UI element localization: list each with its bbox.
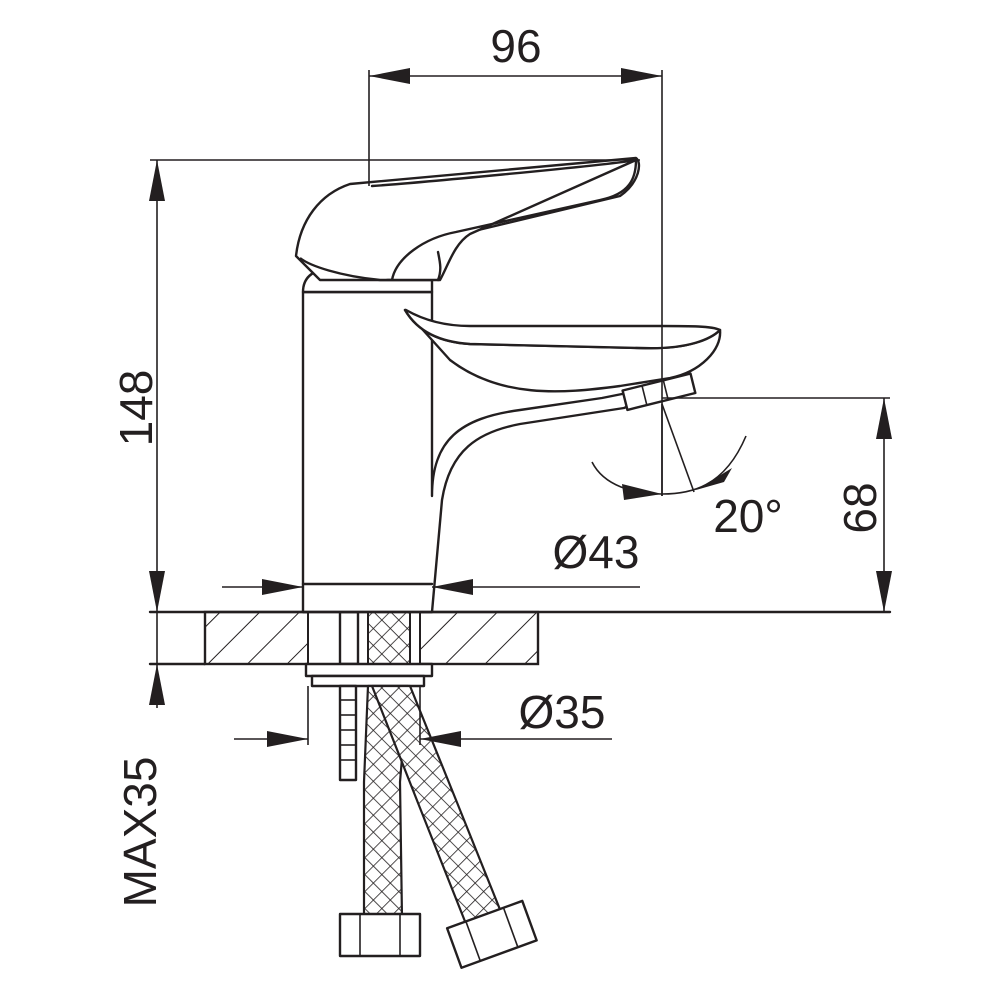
dimension-label-swivel-angle: 20° xyxy=(713,490,783,542)
lever-handle xyxy=(294,156,641,282)
mounting-hardware xyxy=(304,610,434,782)
dimension-label-max-deck-thickness: MAX35 xyxy=(114,757,166,908)
supply-hoses xyxy=(338,684,538,969)
hose-nut-right xyxy=(445,899,538,969)
dimension-total-height: 148 xyxy=(110,159,640,612)
countertop-section xyxy=(148,610,892,666)
dimension-label-spout-reach: 96 xyxy=(490,20,541,72)
dimension-max-deck-thickness: MAX35 xyxy=(114,612,166,907)
dimension-label-total-height: 148 xyxy=(110,370,162,447)
threaded-stud xyxy=(338,684,358,782)
dimension-label-shank-diameter: Ø35 xyxy=(519,686,606,738)
dimension-label-body-diameter: Ø43 xyxy=(553,526,640,578)
dimension-shank-diameter: Ø35 xyxy=(234,686,612,747)
dimension-spout-height: 68 xyxy=(662,397,892,612)
spout xyxy=(403,308,722,393)
dimension-label-spout-height: 68 xyxy=(834,482,886,533)
dimension-body-diameter: Ø43 xyxy=(222,526,640,595)
hose-nut-left xyxy=(338,912,422,958)
dimension-swivel-angle: 20° xyxy=(591,403,783,542)
